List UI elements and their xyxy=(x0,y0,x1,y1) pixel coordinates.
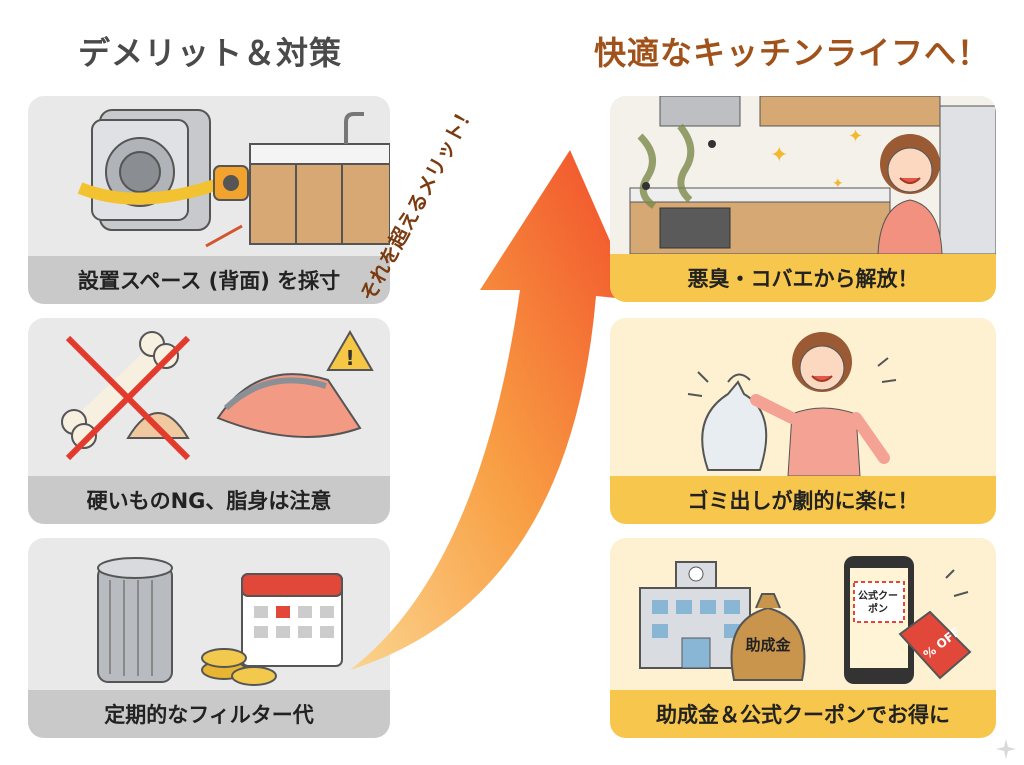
sparkle-icon xyxy=(996,739,1016,759)
svg-text:✦: ✦ xyxy=(848,126,863,147)
fly-icon xyxy=(708,140,716,148)
measure-illustration xyxy=(77,109,390,248)
tape-measure-icon xyxy=(77,176,227,205)
dimension-arrow-icon xyxy=(205,224,243,248)
merit-heading: 快適なキッチンライフへ！ xyxy=(593,34,990,72)
coins-icon xyxy=(201,648,277,686)
warning-icon xyxy=(326,330,374,371)
card-label: 設置スペース (背面) を採寸 xyxy=(28,256,390,304)
card-label: 悪臭・コバエから解放！ xyxy=(610,254,996,302)
trash-bag-icon xyxy=(701,373,768,471)
trash-illustration xyxy=(687,332,897,476)
subsidy-illustration xyxy=(639,556,972,684)
card-hard-items: ! 硬いものNG、脂身は注意 xyxy=(28,318,390,524)
card-label: ゴミ出しが劇的に楽に！ xyxy=(610,476,996,524)
kitchen-illustration: ✦ ✦ ✦ xyxy=(610,96,996,254)
money-bag-label: 助成金 xyxy=(745,636,791,654)
happy-woman-icon xyxy=(877,134,943,254)
range-hood-icon xyxy=(659,96,741,127)
smartphone-icon xyxy=(844,556,914,684)
upward-arrow-icon xyxy=(350,150,636,670)
svg-text:!: ! xyxy=(345,346,354,370)
filter-cartridge-icon xyxy=(97,557,173,683)
card-label: 助成金＆公式クーポンでお得に xyxy=(610,690,996,738)
card-label: 定期的なフィルター代 xyxy=(28,690,390,738)
money-bag-icon xyxy=(730,593,806,681)
demerit-heading: デメリット＆対策 xyxy=(77,34,342,72)
discount-tag-icon xyxy=(898,610,972,680)
card-filter-cost: 定期的なフィルター代 xyxy=(28,538,390,738)
coupon-label: 公式クーポン xyxy=(858,591,898,615)
filter-illustration xyxy=(97,557,343,686)
card-odor-free: ✦ ✦ ✦ 悪臭・コバエから解放！ xyxy=(610,96,996,302)
sparkle-icon: ✦ xyxy=(770,143,788,168)
card-subsidy-coupon: 助成金 公式クーポン % OFF 助成金＆公式クーポンでお得に xyxy=(610,538,996,738)
card-label: 硬いものNG、脂身は注意 xyxy=(28,476,390,524)
hard-items-illustration: ! xyxy=(61,330,374,461)
card-easy-trash: ゴミ出しが劇的に楽に！ xyxy=(610,318,996,524)
svg-text:✦: ✦ xyxy=(832,176,844,192)
smiling-woman-icon xyxy=(750,332,890,476)
calendar-icon xyxy=(241,573,343,667)
card-measure-space: 設置スペース (背面) を採寸 xyxy=(28,96,390,304)
refrigerator-icon xyxy=(939,105,996,254)
odor-icon xyxy=(637,133,657,209)
